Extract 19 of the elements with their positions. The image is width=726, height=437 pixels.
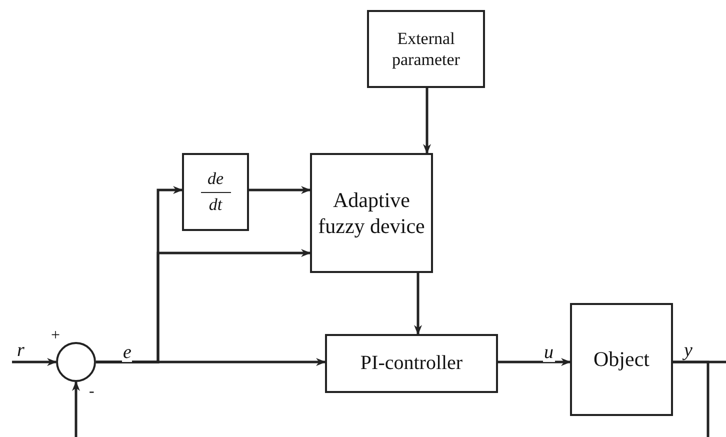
signal-arrow — [249, 186, 311, 194]
block-box — [310, 153, 433, 273]
block-box — [367, 10, 485, 88]
numerator: de — [206, 170, 225, 188]
signal-arrow — [12, 358, 57, 366]
signal-arrow — [423, 88, 431, 154]
signal-arrow — [414, 273, 422, 335]
signal-arrow — [72, 381, 80, 437]
block-box — [325, 334, 498, 393]
signal-arrow — [498, 358, 571, 366]
denominator: dt — [208, 196, 224, 214]
block-label: PI-controller — [360, 351, 463, 376]
block-label: Adaptive fuzzy device — [317, 186, 426, 240]
block-label: External parameter — [391, 28, 461, 70]
block-label: Object — [594, 346, 650, 373]
block-box — [570, 303, 673, 416]
signal-arrow — [96, 358, 326, 366]
signal-line — [673, 360, 710, 437]
derivative-block — [182, 153, 249, 231]
